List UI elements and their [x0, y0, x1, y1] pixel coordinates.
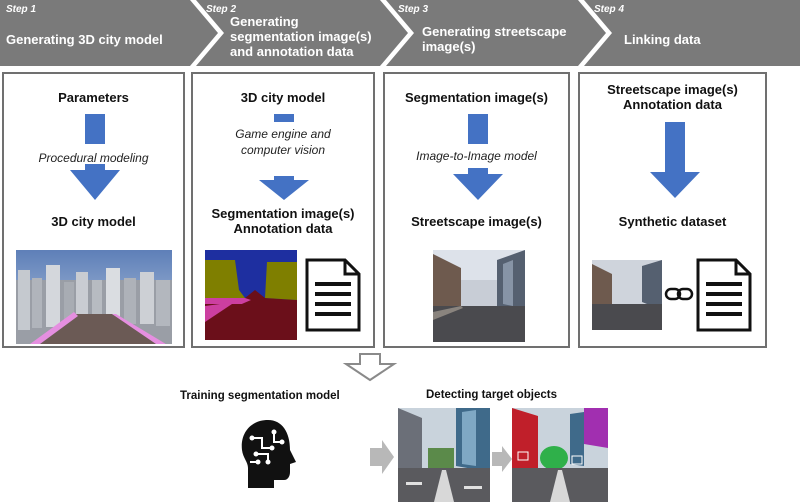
panel-4-output: Synthetic dataset: [618, 214, 727, 229]
panel-3-output: Streetscape image(s): [411, 214, 542, 229]
step-4-title: Linking data: [624, 32, 701, 47]
panel-1-process: Procedural modeling: [38, 151, 149, 165]
step-header-bar: [0, 0, 800, 66]
document-icon-dataset: [696, 258, 752, 332]
step-2-title: Generating segmentation image(s) and ann…: [230, 14, 372, 59]
step-1-panel: Parameters Procedural modeling 3D city m…: [2, 72, 185, 348]
right-arrow-gray: [370, 440, 394, 474]
step-3-tag: Step 3: [398, 4, 429, 15]
link-icon: [664, 287, 694, 301]
panel-3-down-arrow: [453, 114, 503, 200]
step-1-tag: Step 1: [6, 4, 37, 15]
panel-2-down-arrow: [259, 114, 309, 200]
synthetic-streetscape-thumb: [592, 260, 662, 330]
panel-3-process: Image-to-Image model: [416, 149, 537, 163]
step-3-title: Generating streetscape image(s): [422, 24, 567, 54]
step-4-panel: Streetscape image(s) Annotation data Syn…: [578, 72, 767, 348]
training-label: Training segmentation model: [180, 390, 340, 402]
panel-3-input: Segmentation image(s): [404, 90, 549, 105]
document-icon: [305, 258, 361, 332]
city-model-render: [16, 250, 172, 344]
detecting-label: Detecting target objects: [426, 389, 557, 401]
step-1-chevron: [0, 0, 218, 66]
right-arrow-gray-2: [492, 446, 512, 472]
panel-4-input: Streetscape image(s) Annotation data: [607, 82, 738, 112]
step-2-tag: Step 2: [206, 4, 237, 15]
brain-head-icon: [241, 420, 296, 488]
panel-1-output: 3D city model: [51, 214, 136, 229]
panel-2-process: Game engine and computer vision: [235, 127, 331, 157]
streetscape-image: [433, 250, 525, 342]
step-4-chevron: [584, 0, 800, 66]
step-3-chevron: [386, 0, 606, 66]
down-outline-arrow: [342, 353, 398, 382]
detection-image-original: [398, 408, 490, 502]
panel-2-input: 3D city model: [240, 90, 326, 105]
step-4-tag: Step 4: [594, 4, 625, 15]
step-1-title: Generating 3D city model: [6, 32, 163, 47]
panel-4-down-arrow: [650, 122, 700, 198]
panel-2-output: Segmentation image(s) Annotation data: [211, 206, 355, 236]
segmentation-image: [205, 250, 297, 340]
step-2-chevron: [196, 0, 408, 66]
step-3-panel: Segmentation image(s) Image-to-Image mod…: [383, 72, 570, 348]
detection-image-segmented: [512, 408, 608, 502]
panel-1-down-arrow: [70, 114, 120, 200]
panel-1-input: Parameters: [58, 90, 129, 105]
step-2-panel: 3D city model Game engine and computer v…: [191, 72, 375, 348]
